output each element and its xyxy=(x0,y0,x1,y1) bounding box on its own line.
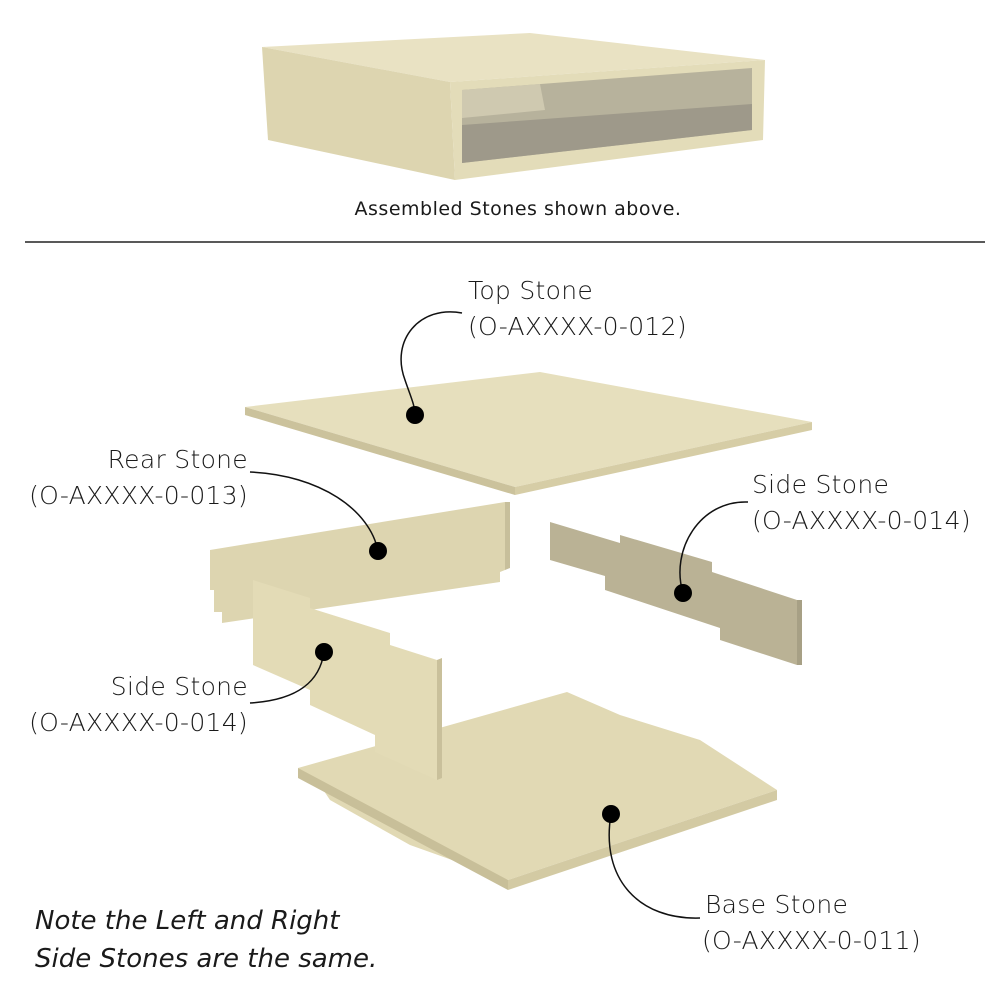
top-stone-leader xyxy=(400,311,463,416)
left-side-stone-dot xyxy=(315,643,333,661)
base-stone-name: Base Stone xyxy=(705,890,849,919)
rear-stone-leader xyxy=(249,471,379,552)
right-side-stone-illustration xyxy=(550,522,802,665)
base-stone-dot xyxy=(602,805,620,823)
left-side-stone-code: (O-AXXXX-0-014) xyxy=(29,708,248,737)
top-stone-name: Top Stone xyxy=(468,276,594,305)
top-stone-code: (O-AXXXX-0-012) xyxy=(468,312,687,341)
top-stone-dot xyxy=(406,406,424,424)
base-stone-leader xyxy=(608,813,701,919)
note-text: Note the Left and Right Side Stones are … xyxy=(35,902,377,978)
base-stone-code: (O-AXXXX-0-011) xyxy=(702,926,921,955)
right-side-stone-leader xyxy=(679,501,749,594)
rear-stone-code: (O-AXXXX-0-013) xyxy=(29,481,248,510)
right-side-stone-dot xyxy=(674,584,692,602)
top-stone-illustration xyxy=(245,372,812,495)
note-line-1: Note the Left and Right xyxy=(35,906,340,936)
right-side-stone-name: Side Stone xyxy=(752,470,890,499)
marker-dots xyxy=(315,406,692,823)
left-side-stone-name: Side Stone xyxy=(110,672,248,701)
assembled-box-illustration xyxy=(262,33,765,180)
rear-stone-name: Rear Stone xyxy=(107,445,248,474)
note-line-2: Side Stones are the same. xyxy=(35,944,378,974)
left-side-stone-illustration xyxy=(253,580,442,780)
assembled-caption: Assembled Stones shown above. xyxy=(354,198,682,220)
rear-stone-dot xyxy=(369,542,387,560)
right-side-stone-code: (O-AXXXX-0-014) xyxy=(752,506,971,535)
